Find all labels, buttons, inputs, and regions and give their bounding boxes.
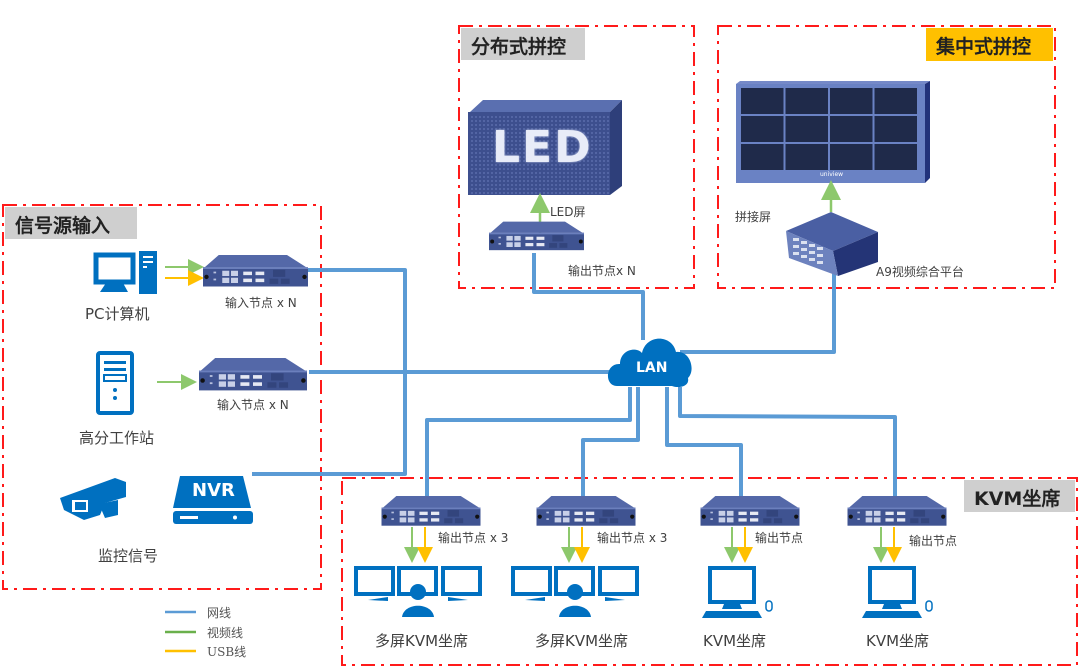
- surveillance-label: 监控信号: [98, 547, 159, 565]
- group-title-kvm: KVM坐席: [964, 480, 1075, 512]
- legend-label-usb: USB线: [207, 645, 247, 659]
- led-screen-label: LED屏: [550, 205, 586, 219]
- mouse-icon: [765, 600, 773, 612]
- single-monitor-icon: [702, 566, 773, 618]
- wall-tile: [830, 116, 873, 142]
- surveillance-camera-icon: [60, 478, 126, 520]
- workstation-icon: [96, 351, 134, 415]
- nvr-text: NVR: [192, 480, 235, 501]
- brand-logo: uniview: [820, 171, 844, 178]
- network-lines: [252, 253, 897, 498]
- kvm-seat-label-4: KVM坐席: [866, 632, 930, 650]
- kvm-node-label-3: 输出节点: [755, 531, 804, 545]
- frame-centralized: [717, 25, 1056, 289]
- wall-tile: [741, 88, 784, 114]
- lan-label: LAN: [636, 360, 668, 376]
- splice-screen-label: 拼接屏: [735, 210, 772, 224]
- kvm-seat-label-3: KVM坐席: [703, 632, 767, 650]
- net-line-kvm3: [665, 387, 743, 498]
- wall-tile: [741, 116, 784, 142]
- legend-label-video: 视频线: [207, 626, 244, 640]
- kvm-seat-label-1: 多屏KVM坐席: [375, 632, 469, 650]
- input-node-1-device: [203, 255, 308, 287]
- kvm-seat-2: [511, 496, 639, 617]
- kvm-seats-layer: [354, 496, 947, 618]
- led-output-node-device: [489, 221, 584, 251]
- net-line-kvm2: [581, 387, 640, 498]
- workstation-label: 高分工作站: [79, 429, 155, 447]
- group-title-signal-input: 信号源输入: [5, 207, 137, 239]
- input-node-2-device: [199, 358, 307, 391]
- kvm-seat-label-2: 多屏KVM坐席: [535, 632, 629, 650]
- wall-tile: [785, 116, 828, 142]
- net-line-a9-lan: [680, 270, 836, 354]
- net-line-kvm1: [425, 387, 632, 498]
- pc-computer-icon: [93, 251, 157, 294]
- kvm-seat-1: [354, 496, 482, 617]
- wall-tile: [874, 144, 917, 170]
- operator-icon: [368, 584, 468, 617]
- net-line-led-lan: [532, 253, 645, 340]
- mouse-icon: [925, 600, 933, 612]
- legend-label-network: 网线: [207, 606, 232, 620]
- splice-wall-icon: [736, 81, 930, 183]
- led-screen-icon: [468, 100, 622, 195]
- kvm-output-node-device: [381, 496, 481, 526]
- wall-tile: [874, 88, 917, 114]
- frame-distributed: [458, 25, 695, 289]
- single-monitor-icon: [862, 566, 933, 618]
- kvm-seat-3: [700, 496, 800, 618]
- frame-signal-input: [2, 204, 322, 590]
- a9-platform-icon: [786, 212, 878, 276]
- net-line-kvm4: [678, 387, 897, 498]
- input-node-2-label: 输入节点 x N: [217, 398, 289, 412]
- pc-label: PC计算机: [85, 305, 150, 323]
- kvm-output-node-device: [536, 496, 636, 526]
- group-title-distributed: 分布式拼控: [461, 28, 585, 60]
- wall-tile: [785, 88, 828, 114]
- a9-platform-label: A9视频综合平台: [876, 265, 964, 279]
- kvm-output-node-device: [847, 496, 947, 526]
- distributed-output-node-label: 输出节点x N: [568, 264, 636, 278]
- wall-tile: [874, 116, 917, 142]
- nvr-icon: [173, 476, 253, 524]
- led-text: LED: [492, 122, 593, 173]
- kvm-seat-4: [847, 496, 947, 618]
- wall-tile: [785, 144, 828, 170]
- lan-cloud-icon: [607, 338, 692, 388]
- wall-tile: [741, 144, 784, 170]
- kvm-node-label-2: 输出节点 x 3: [597, 531, 668, 545]
- wall-tile: [830, 88, 873, 114]
- wall-tile: [830, 144, 873, 170]
- kvm-node-label-1: 输出节点 x 3: [438, 531, 509, 545]
- kvm-node-label-4: 输出节点: [909, 534, 958, 548]
- frame-kvm: [341, 477, 1078, 666]
- input-node-1-label: 输入节点 x N: [225, 296, 297, 310]
- operator-icon: [525, 584, 625, 617]
- group-title-centralized: 集中式拼控: [926, 28, 1053, 61]
- kvm-output-node-device: [700, 496, 800, 526]
